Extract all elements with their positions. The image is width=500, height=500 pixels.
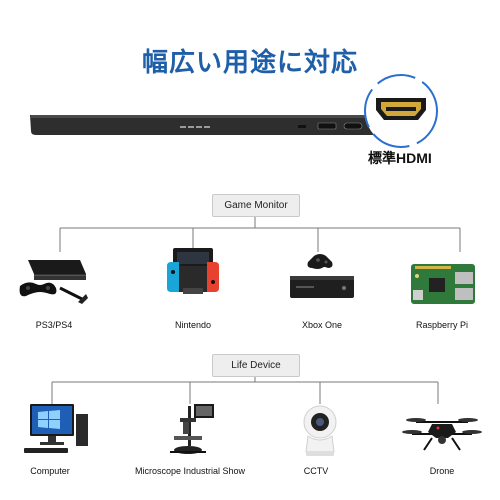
speaker-grille [180,126,210,128]
device-label-cctv: CCTV [303,466,329,476]
device-label-raspberry-pi: Raspberry Pi [415,320,469,330]
nintendo-switch-icon [167,248,219,294]
game-monitor-section-label: Game Monitor [212,194,300,217]
raspberry-pi-icon [411,264,475,304]
usb-c-port [343,122,363,130]
device-label-computer: Computer [30,466,70,476]
microscope-icon [170,404,214,454]
usb-port [317,122,337,130]
device-label-ps: PS3/PS4 [35,320,73,330]
hdmi-label: 標準HDMI [368,150,432,166]
device-label-xbox: Xbox One [301,320,343,330]
xbox-icon [290,254,354,298]
port-small [298,125,306,128]
hdmi-port-callout [364,74,438,148]
computer-icon [24,404,88,453]
life-device-section-label: Life Device [212,354,300,377]
cctv-camera-icon [303,405,337,456]
device-label-microscope: Microscope Industrial Show [134,466,246,476]
page-title: 幅広い用途に対応 [141,47,358,77]
device-label-drone: Drone [429,466,455,476]
drone-icon [402,418,482,451]
portable-monitor-side-view [30,115,410,135]
device-label-nintendo: Nintendo [174,320,212,330]
playstation-icon [19,260,88,304]
